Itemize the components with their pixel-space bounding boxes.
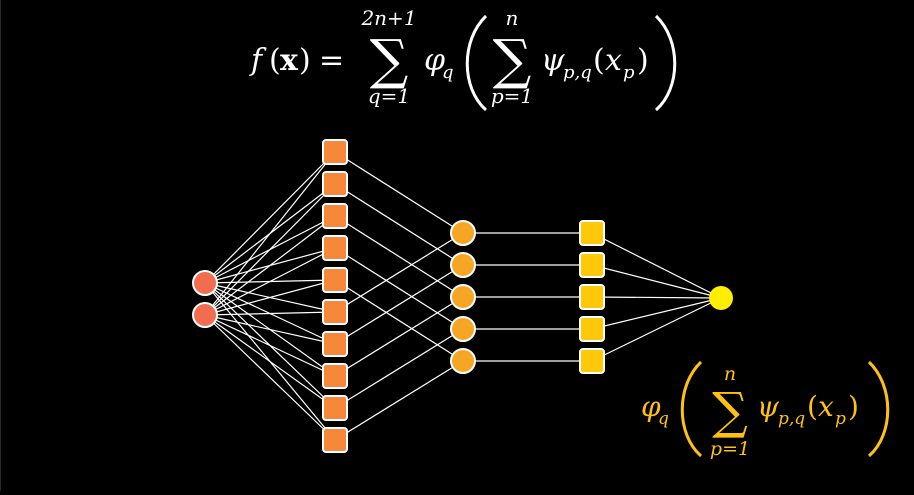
- edge-inner-hidden: [334, 183, 464, 266]
- outer-psi-sub: p,q: [778, 409, 805, 429]
- inner-function-node: [322, 395, 348, 421]
- formula-sum-inner-sigma: ∑: [493, 28, 532, 91]
- outer-big-close-paren: [867, 360, 890, 458]
- outer-phi: φ: [641, 390, 661, 423]
- edge-input-inner: [204, 314, 336, 441]
- outer-function-formula: φ q n ∑ p=1 ψ p,q ( x p ): [641, 360, 890, 460]
- formula-phi-sub: q: [442, 62, 454, 83]
- formula-lhs-close-paren: ): [299, 43, 311, 78]
- formula-lhs-arg: x: [280, 43, 299, 78]
- formula-sum-outer-sigma: ∑: [370, 28, 409, 91]
- edge-outer-output: [591, 296, 722, 299]
- main-formula: f ( x ) = 2n+1 ∑ q=1 φ q n ∑ p=1 ψ p,q (…: [249, 6, 677, 112]
- outer-x-close-paren: ): [848, 390, 859, 423]
- hidden-sum-node: [450, 316, 476, 342]
- formula-x-var: x: [605, 43, 622, 78]
- inner-function-node: [322, 235, 348, 261]
- edge-outer-output: [591, 297, 722, 362]
- edge-inner-hidden: [334, 247, 464, 330]
- formula-phi: φ: [424, 43, 445, 78]
- inner-function-node: [322, 171, 348, 197]
- edge-inner-hidden: [334, 264, 464, 345]
- edge-inner-hidden: [334, 151, 464, 234]
- formula-lhs-func: f: [249, 43, 267, 78]
- formula-sum-outer-upper: 2n+1: [360, 6, 416, 30]
- inner-function-node: [322, 427, 348, 453]
- edge-input-inner: [204, 314, 336, 345]
- edge-inner-hidden: [334, 279, 464, 362]
- outer-function-node: [579, 252, 605, 278]
- edge-outer-output: [591, 264, 722, 299]
- outer-sum-upper: n: [724, 363, 736, 385]
- outer-phi-sub: q: [658, 409, 669, 429]
- hidden-sum-node: [450, 348, 476, 374]
- formula-big-close-paren: [654, 14, 677, 112]
- formula-x-open-paren: (: [593, 43, 605, 78]
- formula-equals: =: [319, 43, 344, 78]
- outer-x-open-paren: (: [807, 390, 818, 423]
- edge-input-inner: [204, 314, 336, 377]
- edge-input-inner: [204, 215, 336, 316]
- edge-outer-output: [591, 297, 722, 330]
- edge-input-inner: [204, 311, 336, 316]
- inner-function-node: [322, 203, 348, 229]
- edge-inner-hidden: [334, 360, 464, 441]
- edge-inner-hidden: [334, 215, 464, 298]
- hidden-sum-node: [450, 252, 476, 278]
- inner-function-node: [322, 331, 348, 357]
- outer-psi: ψ: [757, 390, 780, 423]
- hidden-sum-node: [450, 284, 476, 310]
- inner-function-node: [322, 299, 348, 325]
- edge-input-inner: [204, 247, 336, 316]
- outer-x-var: x: [818, 390, 834, 423]
- edge-inner-hidden: [334, 232, 464, 313]
- edge-outer-output: [591, 232, 722, 299]
- nodes-group: [192, 139, 733, 453]
- edge-input-inner: [204, 314, 336, 409]
- edge-input-inner: [204, 151, 336, 284]
- edge-inner-hidden: [334, 328, 464, 409]
- edges-group: [204, 151, 722, 441]
- formula-psi-sub: p,q: [563, 62, 592, 83]
- formula-sum-outer-lower: q=1: [368, 84, 410, 108]
- outer-big-open-paren: [680, 360, 703, 458]
- edge-input-inner: [204, 279, 336, 316]
- inner-function-node: [322, 267, 348, 293]
- formula-sum-inner-upper: n: [506, 6, 519, 30]
- outer-sum-sigma: ∑: [712, 382, 748, 440]
- inner-function-node: [322, 139, 348, 165]
- outer-function-node: [579, 220, 605, 246]
- output-node: [709, 286, 733, 310]
- edge-inner-hidden: [334, 296, 464, 377]
- formula-big-open-paren: [465, 14, 488, 112]
- edge-input-inner: [204, 151, 336, 316]
- outer-function-node: [579, 284, 605, 310]
- input-node: [192, 302, 218, 328]
- outer-sum-lower: p=1: [710, 438, 750, 460]
- outer-x-sub: p: [835, 409, 846, 429]
- formula-x-close-paren: ): [637, 43, 649, 78]
- formula-x-sub: p: [623, 62, 635, 83]
- hidden-sum-node: [450, 220, 476, 246]
- formula-sum-inner-lower: p=1: [491, 84, 533, 108]
- outer-function-node: [579, 348, 605, 374]
- outer-function-node: [579, 316, 605, 342]
- input-node: [192, 270, 218, 296]
- formula-lhs-open-paren: (: [269, 43, 281, 78]
- inner-function-node: [322, 363, 348, 389]
- formula-psi: ψ: [541, 43, 565, 78]
- edge-input-inner: [204, 183, 336, 316]
